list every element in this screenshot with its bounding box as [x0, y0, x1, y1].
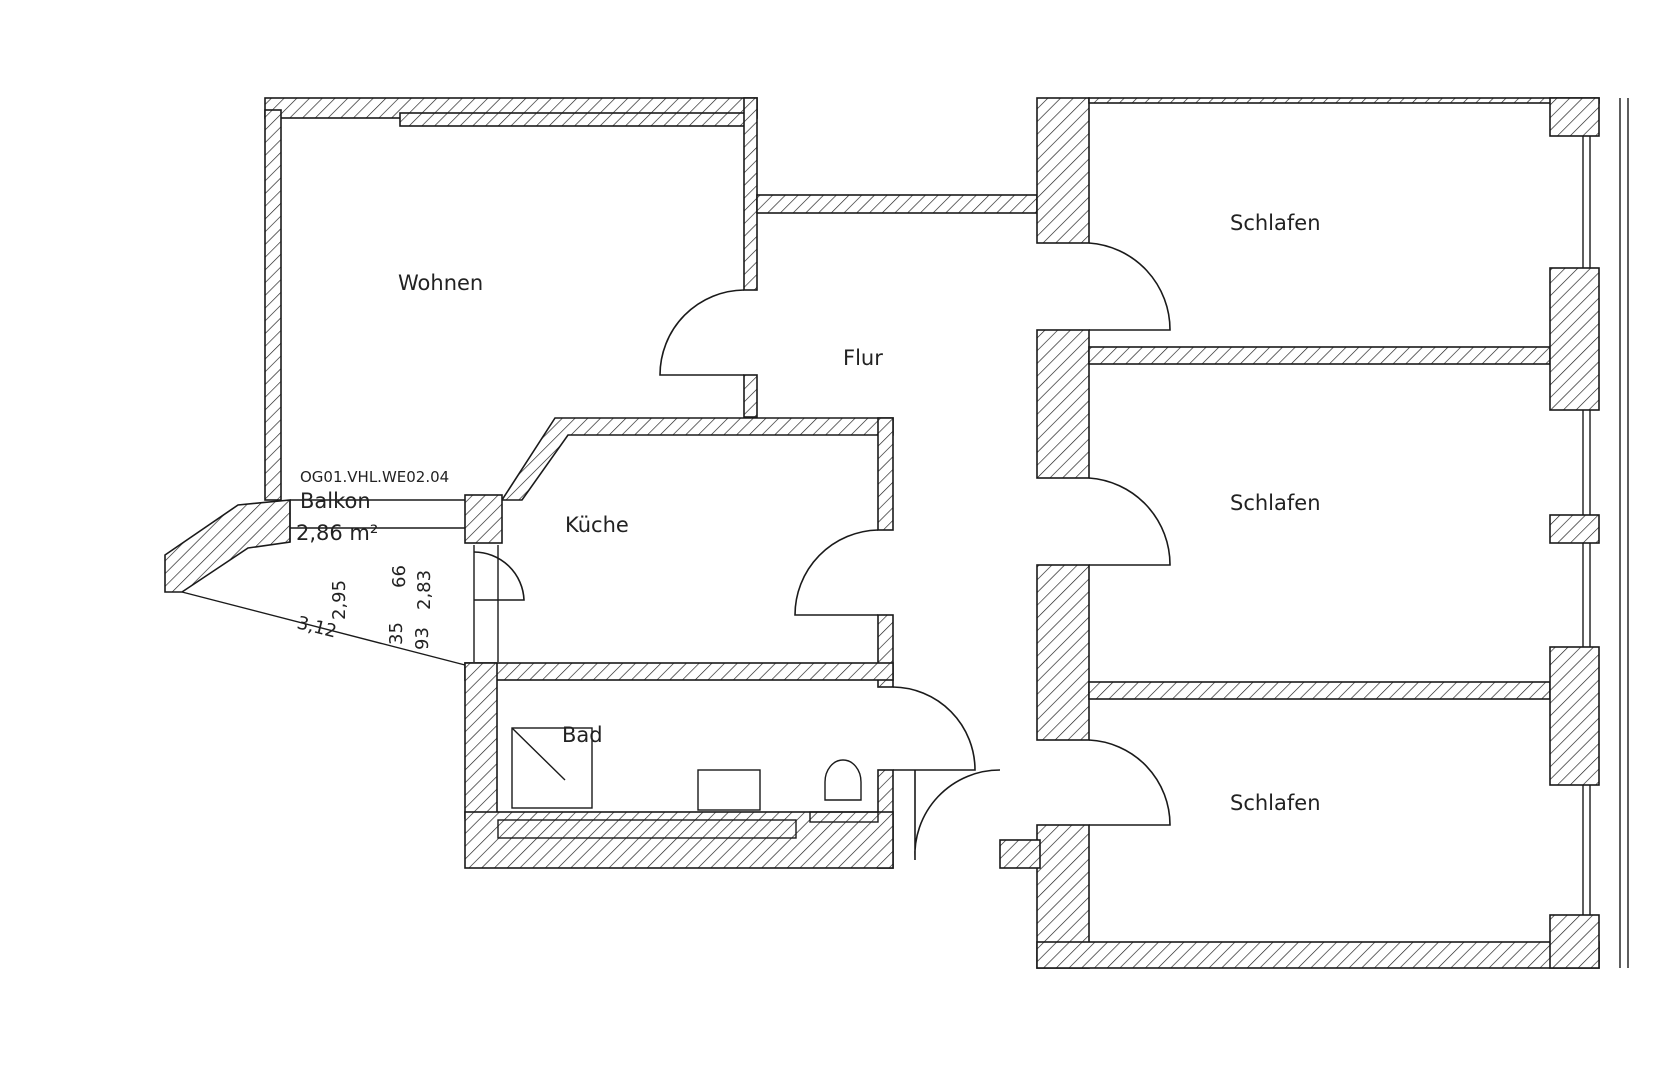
door-balkon — [473, 551, 525, 601]
door-kueche — [794, 529, 879, 616]
wall-flur-bottom-stub — [999, 839, 1041, 869]
room-label-kueche: Küche — [565, 513, 629, 537]
wall-flur-top — [756, 194, 1038, 214]
dimension-3: 66 — [389, 565, 410, 588]
wall-bed-sep-1 — [1088, 346, 1551, 365]
wall-wohnen-right-bottom — [743, 374, 758, 418]
door-wohnen — [659, 289, 745, 376]
unit-code: OG01.VHL.WE02.04 — [300, 468, 449, 486]
wall-kueche-top — [500, 417, 894, 501]
room-label-flur: Flur — [843, 346, 883, 370]
dimension-6: 93 — [412, 627, 433, 650]
wall-bad-top — [464, 662, 894, 681]
wall-bed-sep-2 — [1088, 681, 1551, 700]
wall-balkon — [164, 499, 291, 593]
wall-ext-right-1 — [1549, 97, 1600, 137]
wall-kueche-right-top — [877, 417, 894, 531]
wall-wohnen-right-top — [743, 97, 758, 291]
wall-wohnen-left — [264, 109, 282, 501]
room-label-schlafen-2: Schlafen — [1230, 491, 1321, 515]
room-label-schlafen-3: Schlafen — [1230, 791, 1321, 815]
door-bed-1 — [1088, 242, 1171, 331]
wall-ext-right-2 — [1549, 267, 1600, 411]
balkon-area: 2,86 m² — [296, 521, 378, 545]
wall-kueche-left — [464, 494, 503, 544]
dimension-5: 35 — [386, 622, 407, 645]
door-flur-bottom — [914, 769, 1001, 861]
wall-bed-left-1 — [1036, 97, 1090, 244]
room-label-balkon: Balkon — [300, 489, 371, 513]
door-bed-3 — [1088, 739, 1171, 826]
wall-ext-right-5 — [1549, 914, 1600, 969]
door-bed-2 — [1088, 477, 1171, 566]
wall-bed-left-3 — [1036, 564, 1090, 741]
dimension-2: 2,95 — [329, 580, 350, 620]
wall-ext-right-3 — [1549, 514, 1600, 544]
wall-bed-left-2 — [1036, 329, 1090, 479]
dimension-4: 2,83 — [414, 570, 435, 610]
wall-wohnen-top-inner — [399, 112, 746, 127]
room-label-bad: Bad — [562, 723, 603, 747]
room-label-wohnen: Wohnen — [398, 271, 483, 295]
door-bad — [892, 686, 976, 771]
wall-bad-left — [464, 662, 498, 819]
wall-bed-top — [1088, 97, 1600, 104]
room-label-schlafen-1: Schlafen — [1230, 211, 1321, 235]
wall-ext-right-4 — [1549, 646, 1600, 786]
wall-bed-bottom — [1036, 941, 1600, 969]
